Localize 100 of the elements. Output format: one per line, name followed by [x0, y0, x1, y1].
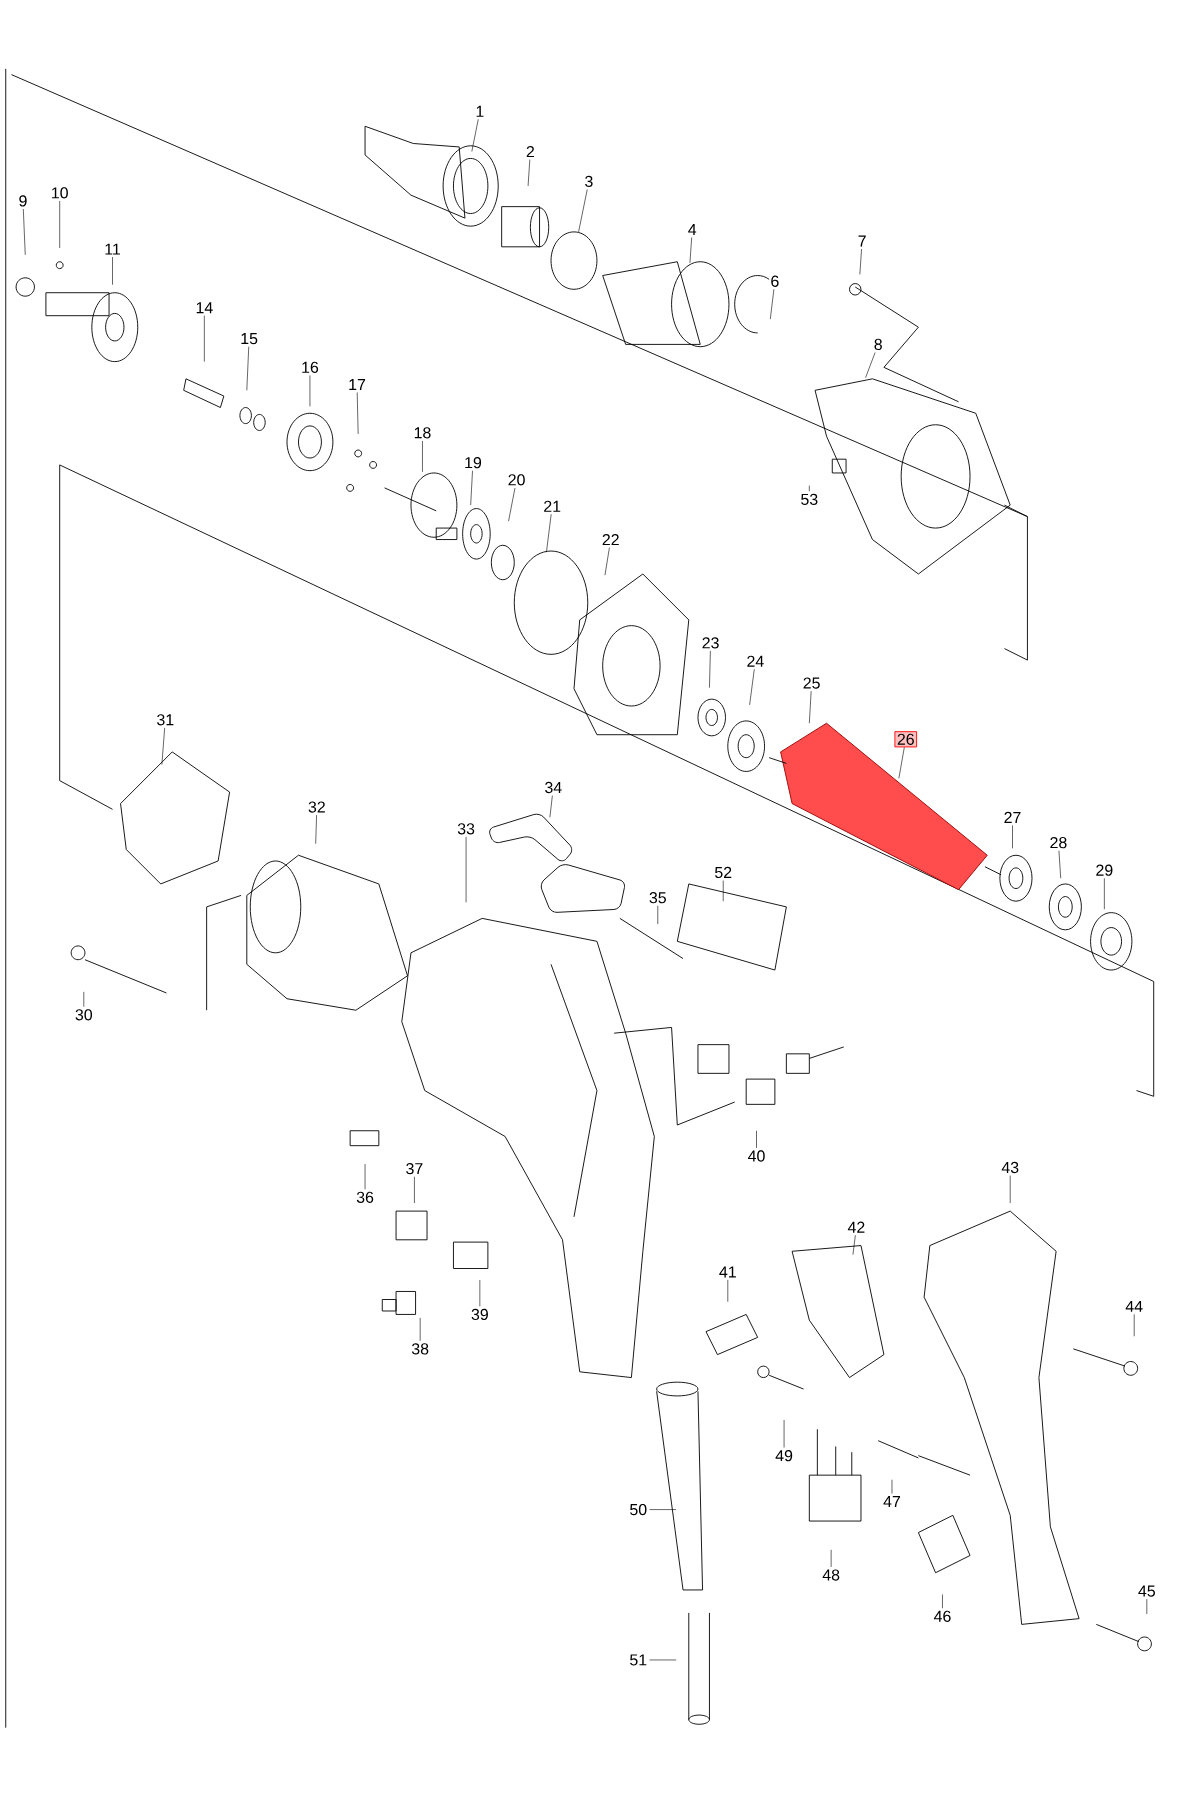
leader-line [420, 1317, 421, 1342]
leader-line [649, 1659, 677, 1661]
callout-number: 4 [688, 224, 697, 236]
callout-number: 33 [458, 823, 475, 835]
leader-line [1012, 825, 1013, 849]
callout-number: 28 [1050, 836, 1067, 849]
callout-number: 2 [526, 145, 535, 158]
callout-number: 27 [1004, 811, 1021, 823]
callout-number: 43 [1001, 1161, 1019, 1174]
leader-line [315, 814, 318, 845]
leader-line [59, 200, 61, 249]
callout-number: 1 [476, 105, 484, 117]
leader-line [749, 668, 755, 706]
leader-line [83, 991, 85, 1008]
leader-line [942, 1594, 943, 1609]
callout-number: 8 [874, 338, 883, 351]
callout-number: 37 [406, 1163, 423, 1175]
leader-line [859, 248, 863, 275]
leader-line [309, 375, 311, 407]
leader-line [1134, 1314, 1135, 1337]
leader-line [479, 1279, 481, 1307]
leader-line [112, 256, 113, 285]
leader-line [578, 189, 588, 233]
callout-number: 42 [848, 1221, 865, 1233]
callout-number: 26 [894, 731, 918, 748]
callout-number: 35 [649, 892, 667, 904]
leader-line [470, 470, 473, 506]
callout-number: 47 [883, 1496, 901, 1508]
callout-number: 21 [544, 500, 561, 512]
leader-line [770, 289, 775, 320]
leader-line [898, 747, 905, 779]
callout-number: 10 [52, 187, 69, 199]
callout-number: 11 [105, 243, 121, 255]
callout-number: 23 [702, 637, 719, 649]
callout-number: 38 [412, 1343, 429, 1355]
callout-number: 15 [241, 333, 258, 345]
leader-line [809, 485, 810, 492]
leader-line [727, 1279, 729, 1303]
callout-number: 25 [803, 677, 820, 689]
callout-number: 46 [934, 1610, 951, 1622]
leader-line [809, 690, 812, 724]
leader-line [414, 1176, 415, 1204]
callout-number: 41 [719, 1266, 737, 1278]
leader-line [465, 836, 467, 903]
callout-number: 51 [630, 1654, 647, 1666]
leader-line [422, 440, 423, 473]
leader-line [831, 1549, 832, 1568]
leader-line [783, 1419, 785, 1448]
callout-number: 49 [775, 1450, 793, 1462]
callout-number: 40 [748, 1150, 765, 1162]
leader-line [1146, 1598, 1148, 1615]
callout-number: 9 [19, 195, 27, 207]
callout-number: 48 [822, 1569, 840, 1581]
callout-number: 39 [471, 1308, 489, 1321]
callout-number: 14 [196, 302, 213, 314]
callout-number: 6 [771, 275, 779, 287]
leader-line [1058, 850, 1062, 879]
callout-number: 29 [1096, 864, 1113, 876]
leader-line [549, 795, 553, 818]
leader-line [527, 159, 531, 187]
leader-line [723, 880, 724, 902]
leader-line [508, 487, 516, 522]
callout-number: 50 [630, 1503, 647, 1516]
callout-number: 53 [801, 493, 818, 505]
leader-line [357, 392, 359, 435]
leader-line [891, 1479, 893, 1494]
leader-line [865, 352, 876, 378]
leader-line [204, 315, 205, 362]
callout-number: 24 [747, 655, 764, 667]
leader-line [709, 650, 711, 688]
callout-number: 44 [1125, 1300, 1143, 1312]
leader-line [546, 513, 552, 553]
leader-line [23, 208, 26, 256]
callout-number: 45 [1138, 1585, 1156, 1597]
leader-line [1104, 877, 1105, 910]
callout-number: 18 [415, 427, 431, 439]
callout-number: 52 [715, 866, 732, 879]
leader-line [161, 727, 166, 765]
callout-number: 16 [302, 361, 319, 373]
callout-number: 7 [858, 235, 866, 247]
callout-number: 3 [585, 175, 593, 188]
callout-number: 32 [308, 801, 326, 813]
leader-line [364, 1163, 366, 1190]
callout-number: 30 [75, 1009, 93, 1021]
leader-line [689, 237, 693, 264]
leader-line [604, 547, 610, 576]
leader-line [471, 119, 479, 152]
leader-line [246, 346, 250, 391]
leader-line [1010, 1175, 1011, 1204]
leader-line [657, 905, 659, 925]
leader-line [649, 1509, 677, 1510]
callout-number: 36 [357, 1191, 374, 1203]
callout-number: 19 [465, 457, 482, 469]
callout-number: 31 [157, 714, 174, 726]
callout-number: 20 [508, 474, 525, 486]
leader-line [756, 1130, 757, 1149]
leader-line [852, 1234, 856, 1256]
callout-number: 17 [349, 379, 366, 391]
callout-number: 22 [602, 534, 619, 546]
callout-number: 34 [545, 781, 562, 794]
